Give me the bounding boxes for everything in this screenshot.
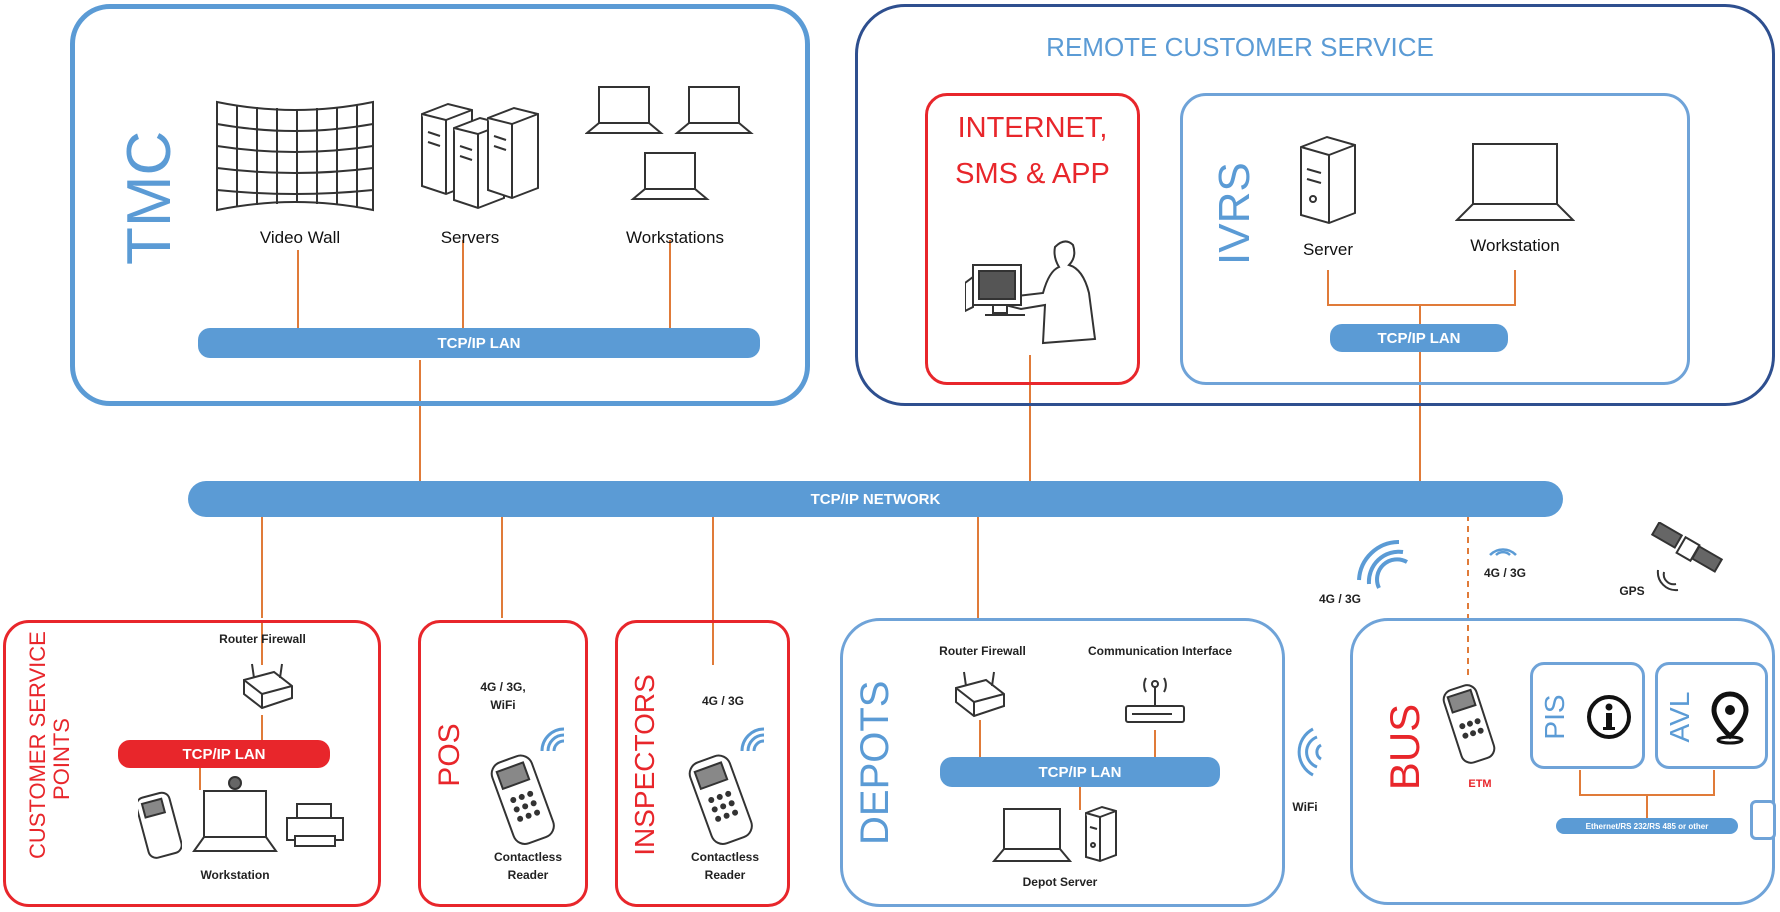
ivrs-workstation-icon	[1455, 143, 1575, 221]
inspectors-title: INSPECTORS	[629, 674, 660, 856]
bus-cellular-mid-icon	[1489, 548, 1517, 556]
tcp-ip-network-bar: TCP/IP NETWORK	[188, 481, 1563, 517]
depots-comm-interface-icon	[1125, 677, 1185, 723]
depots-title: DEPOTS	[853, 680, 897, 845]
ivrs-server-label: Server	[1302, 240, 1354, 259]
video-wall-label: Video Wall	[259, 228, 341, 247]
bus-panel	[1350, 618, 1775, 905]
csp-router-icon	[243, 663, 293, 710]
inspectors-conn: 4G / 3G	[701, 694, 745, 708]
gps-label: GPS	[1619, 584, 1645, 598]
csp-workstation-icon	[192, 776, 278, 852]
internet-sms-app-panel	[925, 93, 1140, 385]
ivrs-title: IVRS	[1210, 162, 1259, 265]
ivrs-lan-bar: TCP/IP LAN	[1330, 324, 1508, 352]
ivrs-server-icon	[1300, 135, 1356, 225]
pos-wifi-icon	[540, 727, 565, 752]
depots-workstation-icon	[992, 808, 1072, 862]
depots-router-label: Router Firewall	[939, 644, 1026, 658]
depots-server-icon	[1085, 805, 1117, 863]
avl-title: AVL	[1664, 691, 1695, 743]
pos-reader-icon	[490, 754, 555, 845]
bus-wifi-label: WiFi	[1292, 800, 1318, 814]
servers-label: Servers	[440, 228, 500, 247]
tmc-panel	[70, 4, 810, 406]
pos-reader-line1: Contactless	[493, 850, 563, 864]
bus-conn-left-label: 4G / 3G	[1318, 592, 1362, 606]
location-pin-icon	[1711, 691, 1749, 745]
inspectors-reader-line1: Contactless	[690, 850, 760, 864]
bus-cellular-left-icon	[1357, 540, 1408, 589]
internet-label: INTERNET,	[957, 112, 1108, 144]
inspectors-reader-line2: Reader	[704, 868, 746, 882]
bus-title: BUS	[1381, 703, 1428, 791]
servers-icon	[421, 102, 539, 210]
remote-customer-service-panel	[855, 4, 1775, 406]
sms-app-label: SMS & APP	[955, 158, 1110, 190]
remote-customer-service-title: REMOTE CUSTOMER SERVICE	[1046, 32, 1434, 62]
info-icon	[1587, 695, 1631, 739]
pos-reader-line2: Reader	[507, 868, 549, 882]
csp-lan-bar: TCP/IP LAN	[118, 740, 330, 768]
satellite-icon	[1650, 522, 1724, 592]
video-wall-icon	[216, 100, 374, 212]
csp-workstation-label: Workstation	[200, 868, 270, 882]
workstations-icon	[585, 86, 754, 200]
depots-panel	[840, 618, 1285, 907]
csp-etm-icon	[138, 791, 182, 859]
csp-router-label: Router Firewall	[219, 632, 306, 646]
depots-lan-bar: TCP/IP LAN	[940, 757, 1220, 787]
ivrs-workstation-label: Workstation	[1470, 236, 1560, 255]
bus-link-bar: Ethernet/RS 232/RS 485 or other	[1556, 818, 1738, 834]
inspectors-reader-icon	[688, 754, 753, 845]
pos-title: POS	[433, 723, 466, 787]
bus-etm-label: ETM	[1468, 778, 1492, 790]
pos-panel	[418, 620, 588, 907]
bus-wifi-icon	[1297, 727, 1322, 777]
tmc-title: TMC	[115, 130, 184, 265]
pos-conn-line2: WiFi	[490, 698, 516, 712]
depots-comm-label: Communication Interface	[1087, 644, 1233, 658]
tmc-lan-bar: TCP/IP LAN	[198, 328, 760, 358]
depots-server-label: Depot Server	[1022, 875, 1098, 889]
inspectors-wifi-icon	[740, 727, 765, 752]
pis-panel	[1530, 662, 1645, 769]
csp-title-line2: POINTS	[49, 718, 74, 800]
inspectors-panel	[615, 620, 790, 907]
bus-conn-mid-label: 4G / 3G	[1483, 566, 1527, 580]
bus-door	[1750, 800, 1776, 840]
ivrs-panel	[1180, 93, 1690, 385]
bus-etm-icon	[1442, 684, 1496, 764]
customer-service-points-panel	[3, 620, 381, 907]
pis-title: PIS	[1539, 694, 1570, 740]
depots-router-icon	[955, 671, 1005, 718]
pos-conn-line1: 4G / 3G,	[480, 680, 526, 694]
workstations-label: Workstations	[626, 228, 724, 247]
csp-printer-icon	[286, 803, 344, 847]
avl-panel	[1655, 662, 1768, 769]
operator-icon	[965, 240, 1097, 345]
